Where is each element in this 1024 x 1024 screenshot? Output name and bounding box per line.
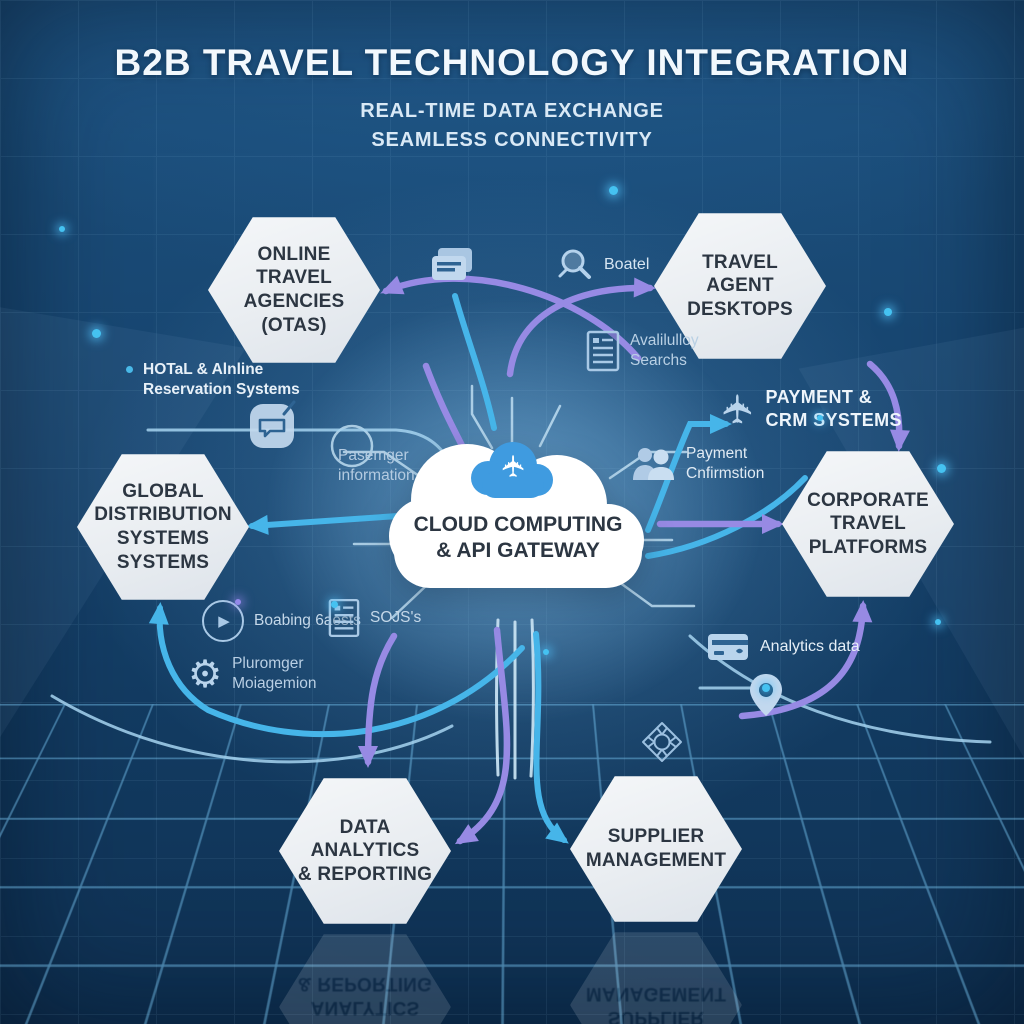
annotation-text: Avalilulloy Searchs bbox=[630, 331, 699, 369]
node-label: DATA ANALYTICS & REPORTING bbox=[297, 816, 433, 885]
glow-dot bbox=[817, 415, 823, 421]
glow-dot bbox=[59, 226, 65, 232]
node-label: ONLINE TRAVEL AGENCIES (OTAS) bbox=[243, 243, 345, 336]
central-node-label: CLOUD COMPUTING & API GATEWAY bbox=[413, 513, 623, 563]
annotation-text: Payment Cnfirmstion bbox=[686, 445, 765, 483]
glow-dot bbox=[762, 684, 770, 692]
glow-dot bbox=[937, 464, 946, 473]
document-icon bbox=[586, 330, 620, 372]
document-icon bbox=[328, 598, 360, 638]
annotation-payment-crm: ✈ PAYMENT & CRM SYSTEMS bbox=[715, 386, 902, 433]
node-label: CORPORATE TRAVEL PLATFORMS bbox=[807, 489, 929, 558]
node-label: GLOBAL DISTRIBUTION SYSTEMS SYSTEMS bbox=[94, 480, 232, 573]
glow-dot bbox=[609, 186, 618, 195]
annotation-sojs: SOJS's bbox=[328, 598, 421, 638]
annotation-text: Pasemger information bbox=[338, 447, 415, 485]
glow-dot bbox=[92, 329, 101, 338]
annotation-boatel: Boatel bbox=[556, 246, 649, 284]
node-label-reflection: DATA ANALYTICS & REPORTING bbox=[297, 973, 433, 1018]
cloud-shape bbox=[389, 442, 644, 588]
node-label: TRAVEL AGENT DESKTOPS bbox=[687, 251, 793, 320]
node-label: SUPPLIER MANAGEMENT bbox=[585, 826, 727, 871]
annotation-text: Boabing 6aests bbox=[254, 611, 361, 629]
glow-dot bbox=[935, 619, 941, 625]
annotation-reservation-systems: HOTaL & Alnline Reservation Systems bbox=[126, 360, 300, 400]
location-pin-icon bbox=[750, 674, 782, 716]
play-circle-icon: ▶ bbox=[202, 600, 244, 642]
glow-dot bbox=[235, 599, 241, 605]
search-icon bbox=[558, 249, 591, 279]
annotation-availability-searches: Avalilulloy Searchs bbox=[586, 330, 699, 372]
circuit-traces bbox=[330, 384, 696, 620]
central-cloud-node: ✈ CLOUD COMPUTING & API GATEWAY bbox=[372, 420, 664, 616]
gear-icon: ⚙ bbox=[188, 652, 223, 697]
annotation-payment-confirmation: Payment Cnfirmstion bbox=[630, 444, 764, 484]
annotation-passenger-management: ⚙ Pluromger Moiagemion bbox=[188, 654, 317, 694]
glow-dot bbox=[884, 308, 892, 316]
node-label-reflection: SUPPLIER MANAGEMENT bbox=[585, 983, 727, 1024]
compass-icon bbox=[642, 722, 682, 762]
annotation-passenger-information: Pasemger information bbox=[338, 446, 415, 486]
airplane-icon: ✈ bbox=[496, 453, 532, 479]
users-icon bbox=[633, 448, 674, 481]
bullet-dot-icon bbox=[126, 366, 133, 373]
annotation-text: Analytics data bbox=[760, 637, 860, 655]
annotation-text: Boatel bbox=[604, 255, 650, 273]
glow-dot bbox=[331, 601, 338, 608]
purple-flows bbox=[358, 275, 910, 845]
card-icon bbox=[432, 248, 472, 280]
annotation-text: PAYMENT & CRM SYSTEMS bbox=[765, 387, 902, 431]
glow-dot bbox=[543, 649, 549, 655]
inner-cloud-icon bbox=[471, 442, 553, 498]
annotation-analytics-data: Analytics data bbox=[706, 630, 860, 664]
page-title: B2B TRAVEL TECHNOLOGY INTEGRATION bbox=[114, 42, 910, 83]
annotation-text: HOTaL & Alnline Reservation Systems bbox=[143, 361, 300, 399]
subtitle-line1: REAL-TIME DATA EXCHANGE bbox=[360, 100, 664, 122]
annotation-booking-guests: ▶ Boabing 6aests bbox=[202, 600, 361, 642]
annotation-text: SOJS's bbox=[370, 608, 422, 626]
annotation-text: Pluromger Moiagemion bbox=[232, 655, 317, 693]
chat-edit-icon bbox=[250, 400, 296, 448]
subtitle-line2: SEAMLESS CONNECTIVITY bbox=[371, 129, 653, 151]
airplane-icon: ✈ bbox=[715, 392, 762, 427]
card-icon bbox=[708, 634, 748, 660]
